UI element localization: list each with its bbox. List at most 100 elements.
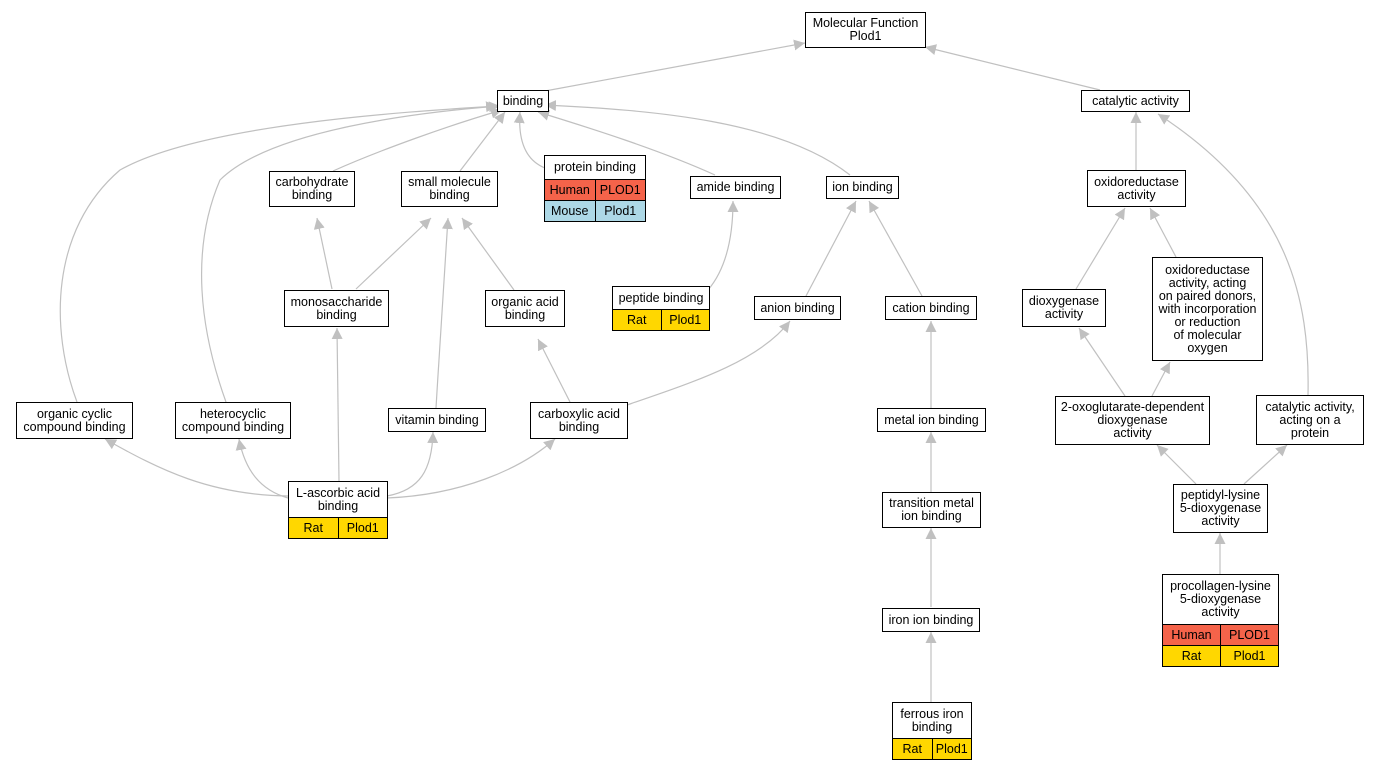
node-label: ferrous iron binding	[900, 706, 964, 734]
node-label: L-ascorbic acid binding	[295, 485, 381, 513]
node-label: monosaccharide binding	[290, 294, 383, 322]
gene-cell: Plod1	[337, 518, 388, 538]
edge-ion-binding	[544, 100, 851, 176]
node-l-ascorbic-acid-binding[interactable]: L-ascorbic acid binding Rat Plod1	[288, 481, 388, 539]
node-monosaccharide-binding[interactable]: monosaccharide binding	[284, 290, 389, 327]
node-label: peptide binding	[618, 290, 704, 305]
node-vitamin-binding[interactable]: vitamin binding	[388, 408, 486, 432]
node-label: oxidoreductase activity, acting on paire…	[1158, 262, 1257, 355]
node-anion-binding[interactable]: anion binding	[754, 296, 841, 320]
node-label: catalytic activity, acting on a protein	[1265, 399, 1355, 440]
node-label: transition metal ion binding	[889, 496, 974, 523]
edge-carboxylic-organicacid	[537, 338, 571, 403]
annotation-row-mouse: Mouse Plod1	[545, 200, 645, 221]
node-label: anion binding	[760, 300, 835, 315]
edge-binding-root	[544, 39, 806, 92]
node-label: heterocyclic compound binding	[181, 406, 285, 434]
node-label: organic cyclic compound binding	[23, 406, 126, 434]
edge-organicacid-smallmolecule	[461, 217, 515, 291]
edge-heterocyclic-binding	[200, 101, 501, 403]
species-cell: Rat	[902, 741, 922, 756]
node-label: small molecule binding	[408, 175, 491, 202]
node-carbohydrate-binding[interactable]: carbohydrate binding	[269, 171, 355, 207]
node-peptidyl-lysine-5-dioxygenase[interactable]: peptidyl-lysine 5-dioxygenase activity	[1173, 484, 1268, 533]
edge-ascorbic-monosaccharide	[331, 327, 343, 482]
edge-monosaccharide-carbohydrate	[313, 217, 333, 290]
node-protein-binding[interactable]: protein binding Human PLOD1 Mouse Plod1	[544, 155, 646, 222]
edge-catalytic-root	[924, 44, 1101, 91]
node-small-molecule-binding[interactable]: small molecule binding	[401, 171, 498, 207]
node-amide-binding[interactable]: amide binding	[690, 176, 781, 199]
node-transition-metal-ion-binding[interactable]: transition metal ion binding	[882, 492, 981, 528]
species-cell: Rat	[1181, 648, 1202, 663]
species-cell: Human	[1171, 627, 1212, 642]
edge-oxoglutarate-oxidopaired	[1151, 361, 1171, 397]
node-oxidoreductase-paired-donors[interactable]: oxidoreductase activity, acting on paire…	[1152, 257, 1263, 361]
node-peptide-binding[interactable]: peptide binding Rat Plod1	[612, 286, 710, 331]
species-cell: Rat	[303, 520, 323, 535]
edge-cation-ion	[868, 200, 923, 297]
node-ion-binding[interactable]: ion binding	[826, 176, 899, 199]
edge-oxoglutarate-dioxygenase	[1078, 327, 1126, 397]
species-cell: Human	[549, 182, 590, 197]
edge-peptidyl-oxoglutarate	[1156, 444, 1197, 485]
annotation-row-rat: Rat Plod1	[1163, 645, 1278, 666]
node-organic-acid-binding[interactable]: organic acid binding	[485, 290, 565, 327]
gene-cell: Plod1	[1220, 646, 1278, 666]
node-procollagen-lysine-5-dioxygenase[interactable]: procollagen-lysine 5-dioxygenase activit…	[1162, 574, 1279, 667]
edge-dioxygenase-oxidoreductase	[1075, 207, 1126, 290]
node-catalytic-activity-protein[interactable]: catalytic activity, acting on a protein	[1256, 395, 1364, 445]
annotation-row-rat: Rat Plod1	[613, 309, 709, 330]
node-molecular-function-root[interactable]: Molecular Function Plod1	[805, 12, 926, 48]
node-label: dioxygenase activity	[1028, 294, 1100, 321]
node-label: catalytic activity	[1092, 93, 1179, 108]
node-label: oxidoreductase activity	[1094, 174, 1179, 202]
edge-peptide-amide	[707, 200, 739, 291]
edge-ascorbic-heterocyclic	[235, 438, 289, 499]
edge-carbohydrate-binding	[332, 107, 503, 172]
node-catalytic-activity[interactable]: catalytic activity	[1081, 90, 1190, 112]
species-cell: Mouse	[550, 203, 589, 218]
node-label: peptidyl-lysine 5-dioxygenase activity	[1179, 488, 1262, 528]
node-label: organic acid binding	[491, 294, 559, 322]
node-iron-ion-binding[interactable]: iron ion binding	[882, 608, 980, 632]
edge-organiccyclic-binding	[59, 101, 498, 403]
node-label: iron ion binding	[888, 612, 974, 627]
node-metal-ion-binding[interactable]: metal ion binding	[877, 408, 986, 432]
edge-carboxylic-anion	[626, 320, 791, 406]
node-2-oxoglutarate-dioxygenase[interactable]: 2-oxoglutarate-dependent dioxygenase act…	[1055, 396, 1210, 445]
node-label: Molecular Function Plod1	[812, 16, 919, 43]
annotation-row-human: Human PLOD1	[545, 179, 645, 200]
edge-protein-binding	[513, 111, 546, 169]
edge-catalyticprotein-catalytic	[1157, 113, 1309, 396]
node-heterocyclic-compound-binding[interactable]: heterocyclic compound binding	[175, 402, 291, 439]
edge-anion-ion	[805, 200, 857, 297]
node-binding[interactable]: binding	[497, 90, 549, 112]
node-oxidoreductase-activity[interactable]: oxidoreductase activity	[1087, 170, 1186, 207]
edge-oxidopaired-oxidoreductase	[1149, 207, 1177, 258]
node-label: ion binding	[832, 180, 893, 194]
node-label: vitamin binding	[395, 412, 479, 427]
edge-amide-binding	[537, 109, 716, 176]
node-organic-cyclic-compound-binding[interactable]: organic cyclic compound binding	[16, 402, 133, 439]
species-cell: Rat	[627, 312, 647, 327]
edge-vitamin-smallmolecule	[435, 217, 453, 409]
gene-cell: PLOD1	[594, 180, 646, 200]
node-carboxylic-acid-binding[interactable]: carboxylic acid binding	[530, 402, 628, 439]
node-cation-binding[interactable]: cation binding	[885, 296, 977, 320]
node-label: procollagen-lysine 5-dioxygenase activit…	[1170, 579, 1271, 619]
edge-peptidyl-catalyticprotein	[1243, 444, 1288, 485]
node-label: amide binding	[696, 180, 775, 194]
node-label: protein binding	[553, 160, 636, 174]
annotation-row-rat: Rat Plod1	[289, 517, 387, 538]
gene-cell: Plod1	[660, 310, 710, 330]
node-dioxygenase-activity[interactable]: dioxygenase activity	[1022, 289, 1106, 327]
annotation-row-human: Human PLOD1	[1163, 624, 1278, 645]
gene-cell: PLOD1	[1220, 625, 1278, 645]
node-label: carboxylic acid binding	[538, 406, 620, 434]
edge-ascorbic-organiccyclic	[104, 438, 289, 497]
gene-cell: Plod1	[594, 201, 646, 221]
